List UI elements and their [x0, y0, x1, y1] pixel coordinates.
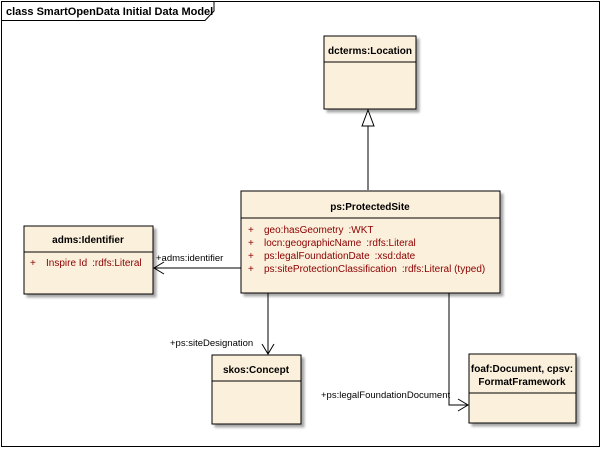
association-line-document: [448, 293, 468, 406]
class-name: ps:ProtectedSite: [330, 202, 410, 213]
attribute-name-text: locn:geographicName: [264, 238, 362, 249]
attribute-type: :rdfs:Literal: [92, 258, 141, 269]
diagram-frame-tab: [1, 1, 215, 21]
class-adms-identifier[interactable]: adms:Identifier + Inspire Id :rdfs:Litera…: [23, 225, 154, 295]
attribute-name: ps:legalFoundationDate :xsd:date: [264, 251, 416, 262]
class-name: adms:Identifier: [52, 235, 124, 246]
attribute-type: :WKT: [349, 225, 374, 236]
role-label-site-designation: +ps:siteDesignation: [170, 338, 253, 349]
diagram-title: class SmartOpenData Initial Data Model: [6, 6, 213, 18]
class-box: [211, 354, 302, 425]
attribute-type: :rdfs:Literal (typed): [402, 264, 485, 275]
attribute-visibility: +: [248, 264, 254, 275]
attribute-name: Inspire Id :rdfs:Literal: [46, 258, 142, 269]
attribute-name-text: ps:legalFoundationDate: [264, 251, 370, 262]
class-name-line-1: foaf:Document, cpsv:: [471, 364, 573, 375]
class-box: [323, 35, 417, 110]
attribute-name: geo:hasGeometry :WKT: [264, 225, 374, 236]
class-foaf-document[interactable]: foaf:Document, cpsv: FormatFramework: [468, 353, 577, 424]
attribute-name: ps:siteProtectionClassification :rdfs:Lit…: [264, 264, 485, 275]
association-arrowhead: [153, 261, 165, 275]
attribute-visibility: +: [248, 225, 254, 236]
attribute-name: locn:geographicName :rdfs:Literal: [264, 238, 416, 249]
role-label-identifier: +adms:identifier: [156, 253, 223, 264]
class-box: [23, 225, 154, 295]
class-name: dcterms:Location: [328, 46, 412, 57]
generalization-arrowhead: [361, 108, 375, 127]
attribute-type: :rdfs:Literal: [366, 238, 415, 249]
class-ps-protectedsite[interactable]: ps:ProtectedSite + geo:hasGeometry :WKT +…: [240, 190, 501, 294]
attribute-type: :xsd:date: [375, 251, 416, 262]
attribute-name-text: Inspire Id: [46, 258, 87, 269]
association-arrowhead: [457, 398, 469, 412]
class-box: [240, 190, 501, 294]
class-name-line-2: FormatFramework: [478, 377, 566, 388]
class-dcterms-location[interactable]: dcterms:Location: [323, 35, 417, 110]
class-skos-concept[interactable]: skos:Concept: [211, 354, 302, 425]
attribute-visibility: +: [30, 258, 36, 269]
attribute-visibility: +: [248, 238, 254, 249]
attribute-name-text: geo:hasGeometry: [264, 225, 344, 236]
class-name: skos:Concept: [223, 365, 290, 376]
attribute-visibility: +: [248, 251, 254, 262]
role-label-legal-foundation-document: +ps:legalFoundationDocument: [321, 390, 450, 401]
attribute-name-text: ps:siteProtectionClassification: [264, 264, 397, 275]
association-arrowhead: [261, 343, 275, 355]
class-box: [468, 353, 577, 424]
